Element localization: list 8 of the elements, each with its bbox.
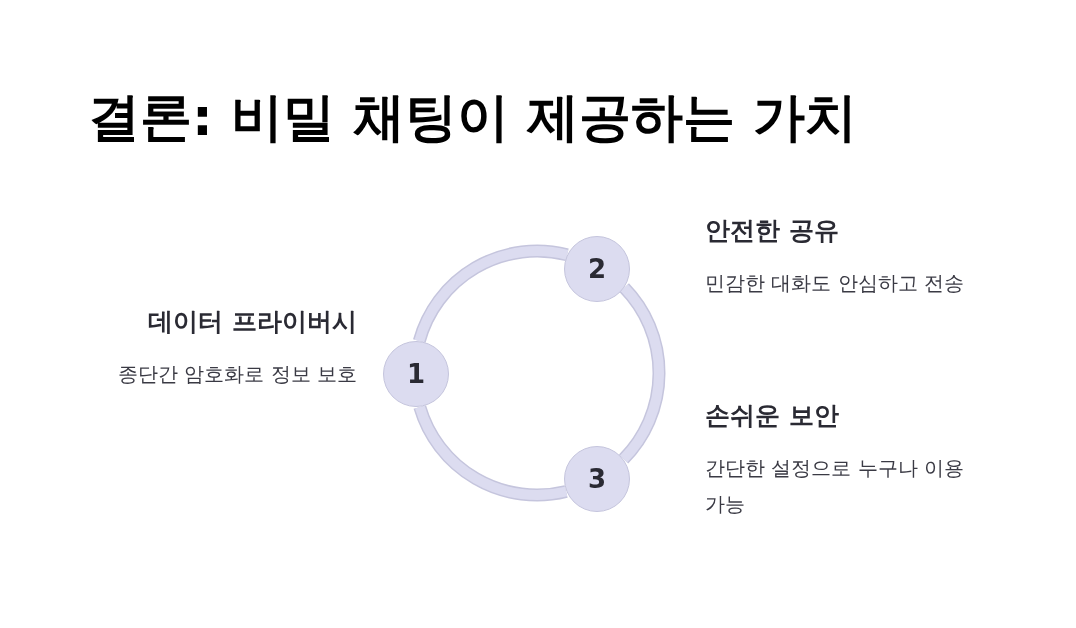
item-heading: 손쉬운 보안	[705, 400, 839, 432]
item-heading: 데이터 프라이버시	[148, 306, 357, 338]
title: 결론: 비밀 채팅이 제공하는 가치	[88, 86, 858, 149]
item-description: 민감한 대화도 안심하고 전송	[705, 270, 965, 297]
item-description: 간단한 설정으로 누구나 이용 가능	[705, 455, 966, 518]
ring-arc	[618, 283, 666, 464]
item-heading: 안전한 공유	[705, 215, 839, 247]
item-description: 종단간 암호화로 정보 보호	[117, 361, 357, 388]
